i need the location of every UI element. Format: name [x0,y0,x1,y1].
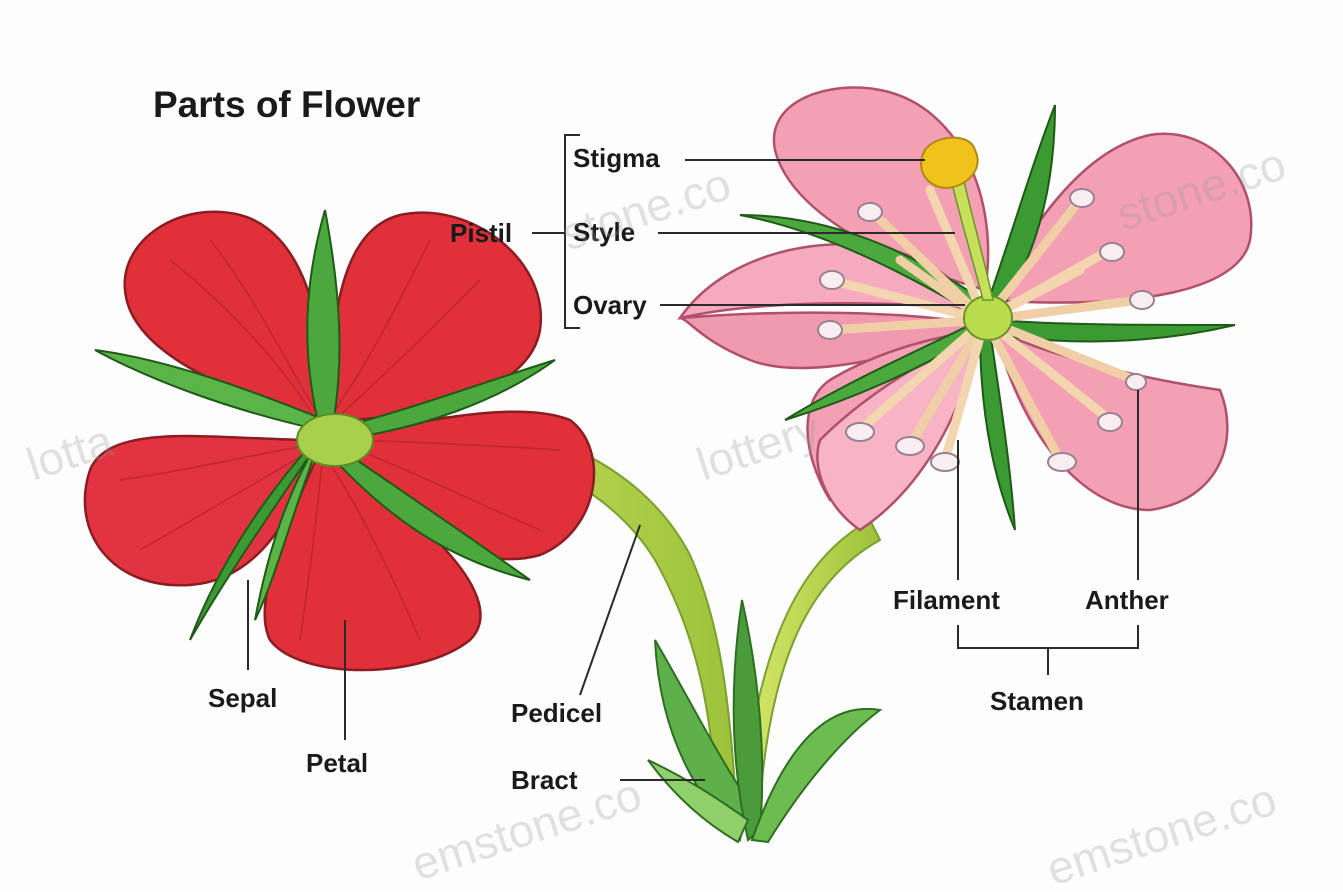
receptacle [297,414,373,466]
label-stigma: Stigma [573,145,660,171]
left-flower [85,210,594,670]
label-anther: Anther [1085,587,1169,613]
label-petal: Petal [306,750,368,776]
label-filament: Filament [893,587,1000,613]
label-sepal: Sepal [208,685,277,711]
label-stamen: Stamen [990,688,1084,714]
ovary [964,296,1012,340]
diagram-title: Parts of Flower [153,86,420,123]
label-ovary: Ovary [573,292,647,318]
label-pistil: Pistil [450,220,512,246]
label-pedicel: Pedicel [511,700,602,726]
